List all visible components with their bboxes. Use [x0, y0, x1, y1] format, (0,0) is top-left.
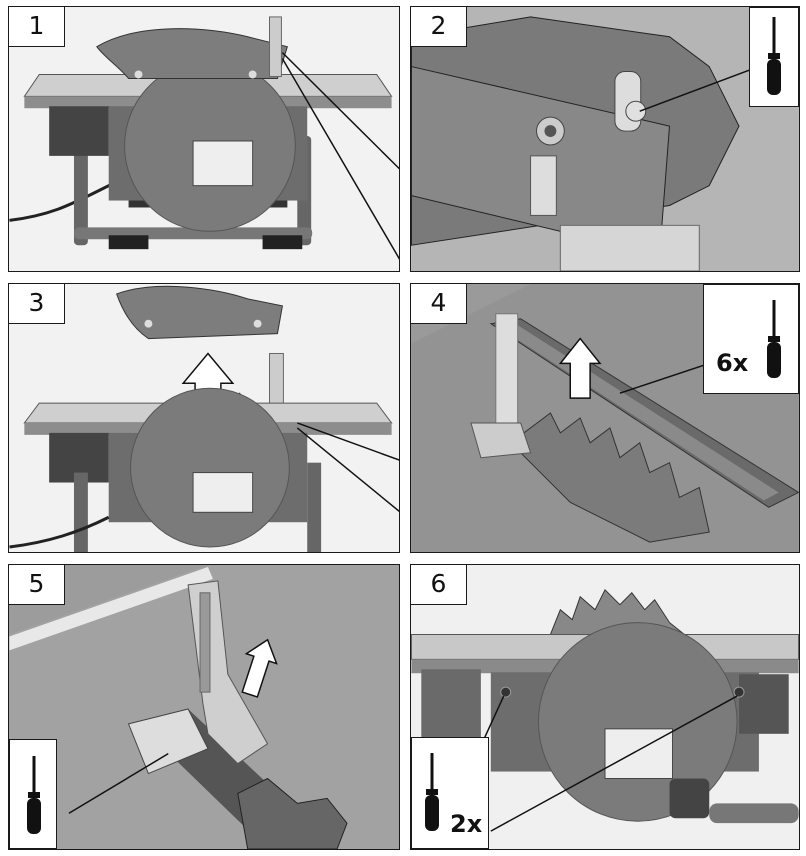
screwdriver-icon [767, 17, 781, 95]
table-insert-removal [411, 284, 799, 552]
step-panel-5: 5 [8, 564, 400, 850]
screwdriver-icon [425, 753, 439, 831]
step-panel-1: 1 [8, 6, 400, 272]
tool-callout-2 [749, 7, 799, 107]
tool-callout-6: 2x [411, 737, 489, 849]
riving-knife-removal [9, 565, 399, 849]
step-panel-4: 4 6x [410, 283, 800, 553]
tool-callout-5 [9, 739, 57, 849]
screw-count-label: 6x [716, 349, 749, 377]
step-number-3: 3 [9, 284, 65, 324]
step-panel-2: 2 [410, 6, 800, 272]
step-panel-6: 6 2x [410, 564, 800, 850]
up-arrow-icon [241, 638, 278, 698]
up-arrow-icon [558, 337, 602, 399]
step-number-2: 2 [411, 7, 467, 47]
blade-guard-removal [9, 285, 399, 552]
screw-count-label: 2x [450, 810, 483, 838]
motor-cover-screws [411, 588, 799, 832]
step-number-4: 4 [411, 284, 467, 324]
riving-knife-closeup [411, 7, 799, 271]
step-panel-3: 3 [8, 283, 400, 553]
screwdriver-icon [27, 756, 41, 834]
step-number-1: 1 [9, 7, 65, 47]
table-saw-illustration [9, 16, 399, 260]
step-number-5: 5 [9, 565, 65, 605]
screwdriver-icon [767, 300, 781, 378]
step-number-6: 6 [411, 565, 467, 605]
tool-callout-4: 6x [703, 284, 799, 394]
